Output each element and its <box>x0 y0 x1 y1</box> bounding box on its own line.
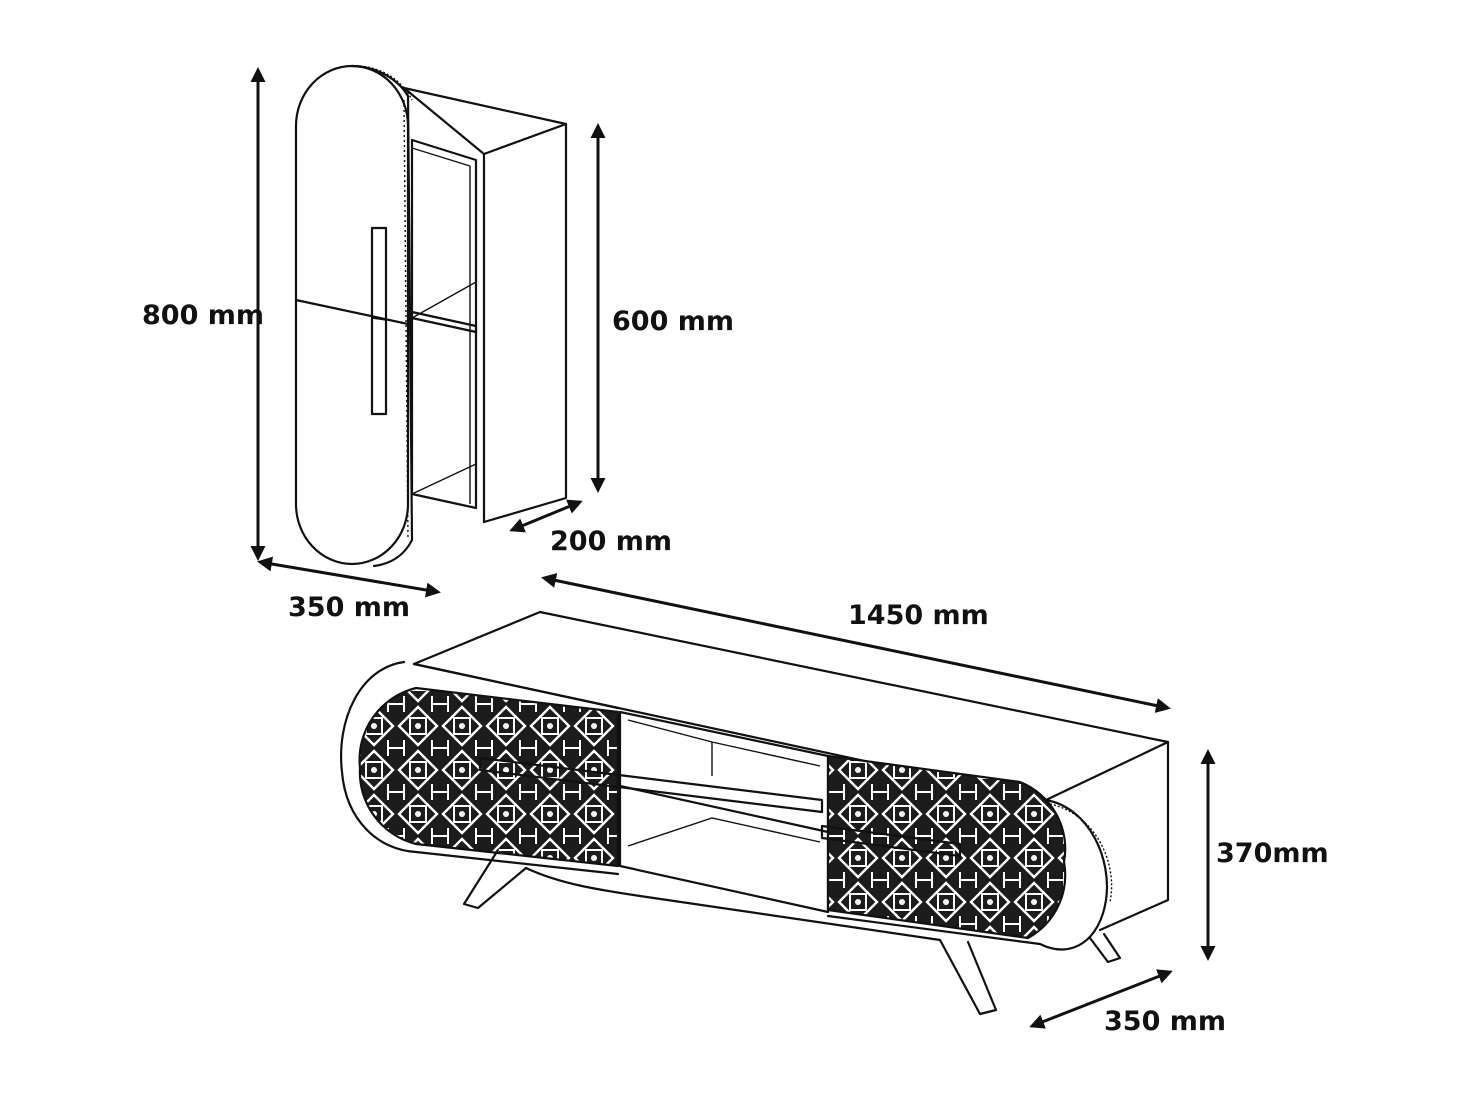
depth-350-arrow <box>1029 969 1173 1029</box>
label-1450mm: 1450 mm <box>848 600 989 631</box>
label-350mm-cabinet: 350 mm <box>288 592 410 623</box>
tv-unit <box>340 610 1170 1016</box>
label-200mm: 200 mm <box>550 526 672 557</box>
label-350mm-tv: 350 mm <box>1104 1006 1226 1037</box>
depth-200-arrow <box>509 499 583 533</box>
label-370mm: 370mm <box>1216 838 1329 869</box>
wall-cabinet <box>294 64 568 568</box>
width-350-arrow <box>257 556 441 598</box>
length-1450-arrow <box>541 573 1171 713</box>
cabinet-dimension-lines <box>250 67 606 598</box>
tv-unit-dimension-lines <box>541 573 1216 1029</box>
label-600mm: 600 mm <box>612 306 734 337</box>
label-800mm: 800 mm <box>142 300 264 331</box>
